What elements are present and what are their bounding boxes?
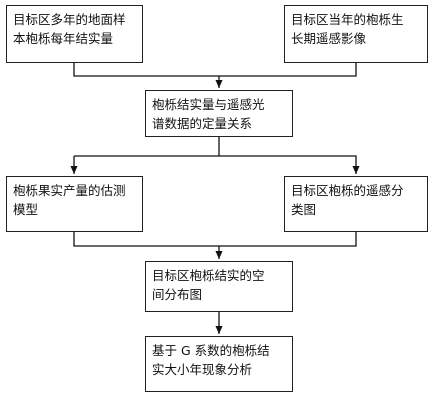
node-ground-yield-line-2: 本枹栎每年结实量 xyxy=(13,31,114,46)
node-relation: 枹栎结实量与遥感光 谱数据的定量关系 xyxy=(145,90,293,137)
node-ground-yield-line-1: 目标区多年的地面样 xyxy=(13,12,126,27)
node-distribution-line-2: 间分布图 xyxy=(152,287,203,302)
node-classification-line-2: 类图 xyxy=(291,202,317,217)
node-distribution-line-1: 目标区枹栎结实的空 xyxy=(152,268,265,283)
node-remote-image-line-1: 目标区当年的枹栎生 xyxy=(291,12,404,27)
node-estimation-line-2: 模型 xyxy=(13,202,39,217)
node-analysis-line-2: 实大小年现象分析 xyxy=(152,362,253,377)
arrow-to-estimation xyxy=(74,155,219,174)
node-remote-image: 目标区当年的枹栎生 长期遥感影像 xyxy=(284,5,428,63)
connector-classification-to-merge xyxy=(219,232,357,247)
connector-image-to-relation xyxy=(219,63,357,77)
node-classification-line-1: 目标区枹栎的遥感分 xyxy=(291,183,404,198)
node-relation-line-1: 枹栎结实量与遥感光 xyxy=(152,97,265,112)
node-analysis-line-1: 基于 G 系数的枹栎结 xyxy=(152,343,270,358)
connector-estimation-to-merge xyxy=(73,232,219,247)
node-relation-line-2: 谱数据的定量关系 xyxy=(152,116,253,131)
node-ground-yield: 目标区多年的地面样 本枹栎每年结实量 xyxy=(6,5,143,63)
node-classification: 目标区枹栎的遥感分 类图 xyxy=(284,176,428,232)
node-analysis: 基于 G 系数的枹栎结 实大小年现象分析 xyxy=(145,336,293,392)
node-estimation-line-1: 枹栎果实产量的估测 xyxy=(13,183,126,198)
connector-ground-to-relation xyxy=(73,63,219,77)
node-estimation: 枹栎果实产量的估测 模型 xyxy=(6,176,143,232)
arrow-to-classification xyxy=(219,155,360,174)
node-distribution: 目标区枹栎结实的空 间分布图 xyxy=(145,261,293,312)
node-remote-image-line-2: 长期遥感影像 xyxy=(291,31,367,46)
